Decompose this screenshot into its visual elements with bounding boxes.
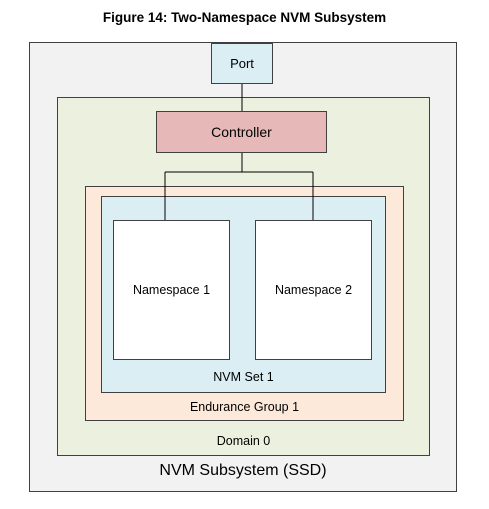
namespace-2-box: Namespace 2 [255, 220, 372, 360]
nvm-subsystem-label: NVM Subsystem (SSD) [159, 462, 327, 479]
port-label: Port [230, 56, 254, 71]
namespace-2-label: Namespace 2 [274, 283, 353, 297]
endurance-group-label: Endurance Group 1 [189, 400, 300, 414]
controller-label: Controller [211, 124, 272, 140]
namespace-1-label: Namespace 1 [132, 283, 211, 297]
figure-title: Figure 14: Two-Namespace NVM Subsystem [102, 10, 387, 25]
namespace-1-box: Namespace 1 [113, 220, 230, 360]
domain-label: Domain 0 [216, 434, 271, 448]
port-box: Port [211, 43, 273, 84]
controller-box: Controller [156, 111, 327, 153]
nvm-set-label: NVM Set 1 [213, 370, 274, 384]
